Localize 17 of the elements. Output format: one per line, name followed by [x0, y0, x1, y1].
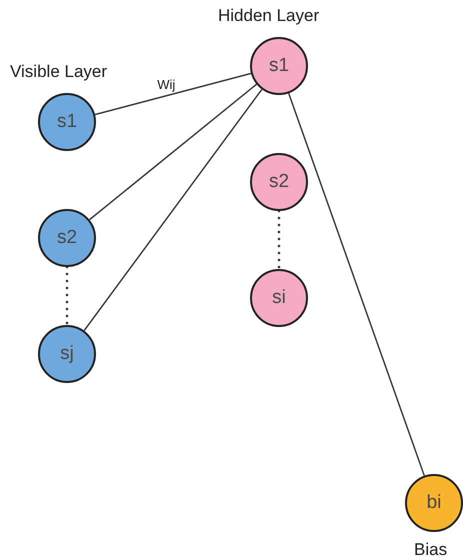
unit-label: sj — [60, 343, 74, 365]
unit-label: bi — [426, 492, 442, 514]
unit-label: s1 — [268, 55, 290, 77]
dotted-line — [66, 266, 68, 326]
node-caption: Bias — [414, 540, 448, 559]
dotted-line — [278, 210, 280, 270]
unit-label: si — [272, 287, 286, 309]
connection-line — [288, 93, 425, 476]
connection-line — [84, 88, 262, 332]
edge-label: Wij — [155, 78, 178, 92]
unit-label: s2 — [268, 171, 290, 193]
unit-label: s2 — [56, 227, 78, 249]
connection-line — [89, 84, 257, 220]
layer-heading: Visible Layer — [10, 62, 108, 82]
unit-label: s1 — [56, 111, 78, 133]
layer-heading: Hidden Layer — [218, 6, 320, 26]
connection-line — [94, 72, 252, 116]
